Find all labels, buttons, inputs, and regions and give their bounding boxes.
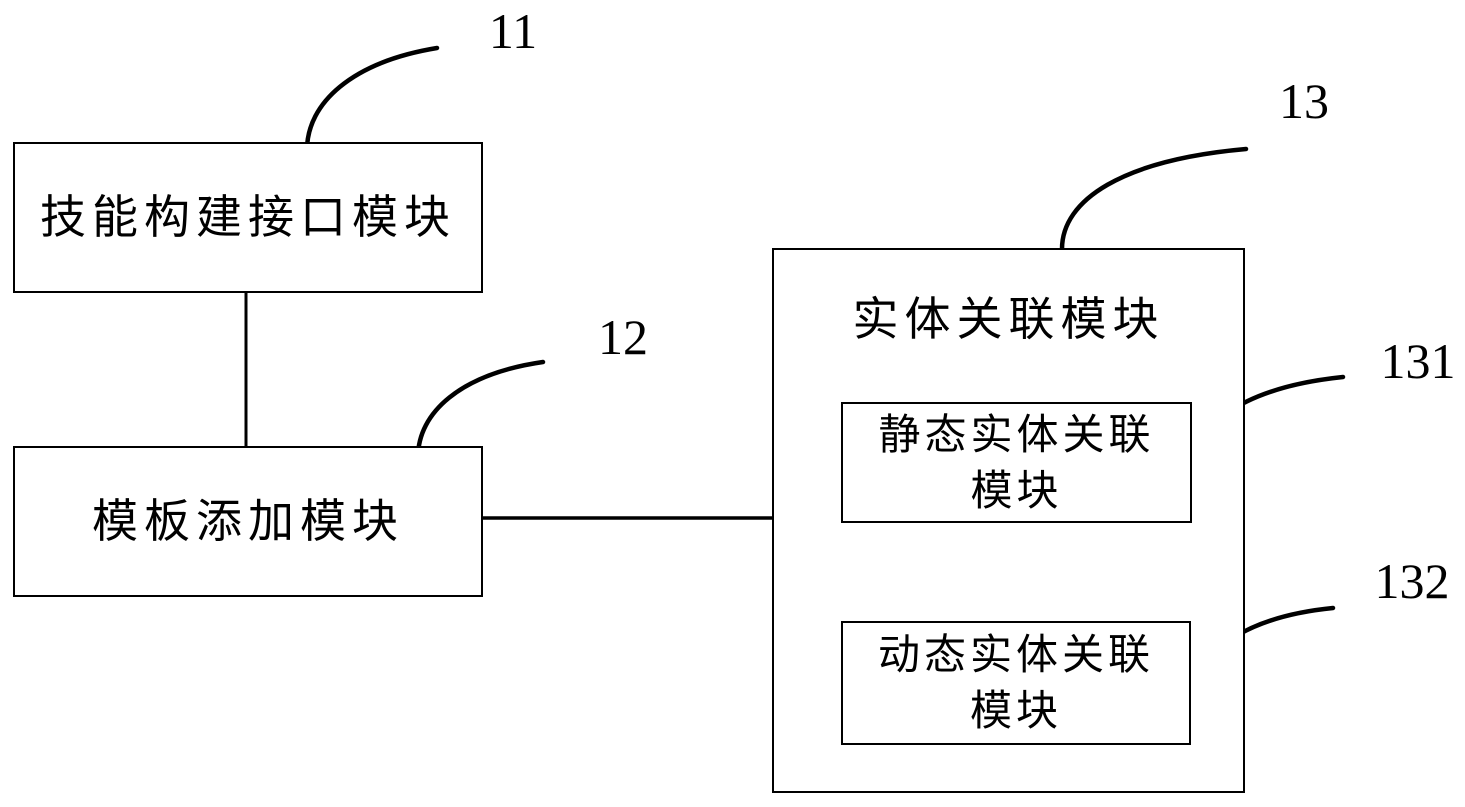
box-dynamic-entity-association-module: 动态实体关联 模块 xyxy=(841,621,1191,745)
box-template-add-module: 模板添加模块 xyxy=(13,446,483,597)
dynamic-entity-association-module-label: 动态实体关联 模块 xyxy=(878,627,1154,739)
entity-association-module-label: 实体关联模块 xyxy=(852,292,1165,346)
ref-numeral-13: 13 xyxy=(1279,73,1329,129)
ref-numeral-131: 131 xyxy=(1380,333,1456,389)
dynamic-entity-association-line2: 模块 xyxy=(969,686,1062,735)
ref-numeral-12: 12 xyxy=(598,309,648,365)
leader-line-11 xyxy=(304,45,440,153)
box-static-entity-association-module: 静态实体关联 模块 xyxy=(841,402,1192,523)
static-entity-association-module-label: 静态实体关联 模块 xyxy=(878,407,1154,519)
ref-numeral-11: 11 xyxy=(488,3,538,59)
ref-numeral-132: 132 xyxy=(1374,553,1450,609)
dynamic-entity-association-line1: 动态实体关联 xyxy=(877,630,1154,679)
skill-build-interface-module-label: 技能构建接口模块 xyxy=(40,189,456,244)
static-entity-association-line2: 模块 xyxy=(970,465,1063,515)
box-skill-build-interface-module: 技能构建接口模块 xyxy=(13,142,483,293)
static-entity-association-line1: 静态实体关联 xyxy=(878,409,1155,459)
leader-line-13 xyxy=(1059,146,1249,252)
leader-line-12 xyxy=(415,359,546,460)
template-add-module-label: 模板添加模块 xyxy=(92,493,404,548)
